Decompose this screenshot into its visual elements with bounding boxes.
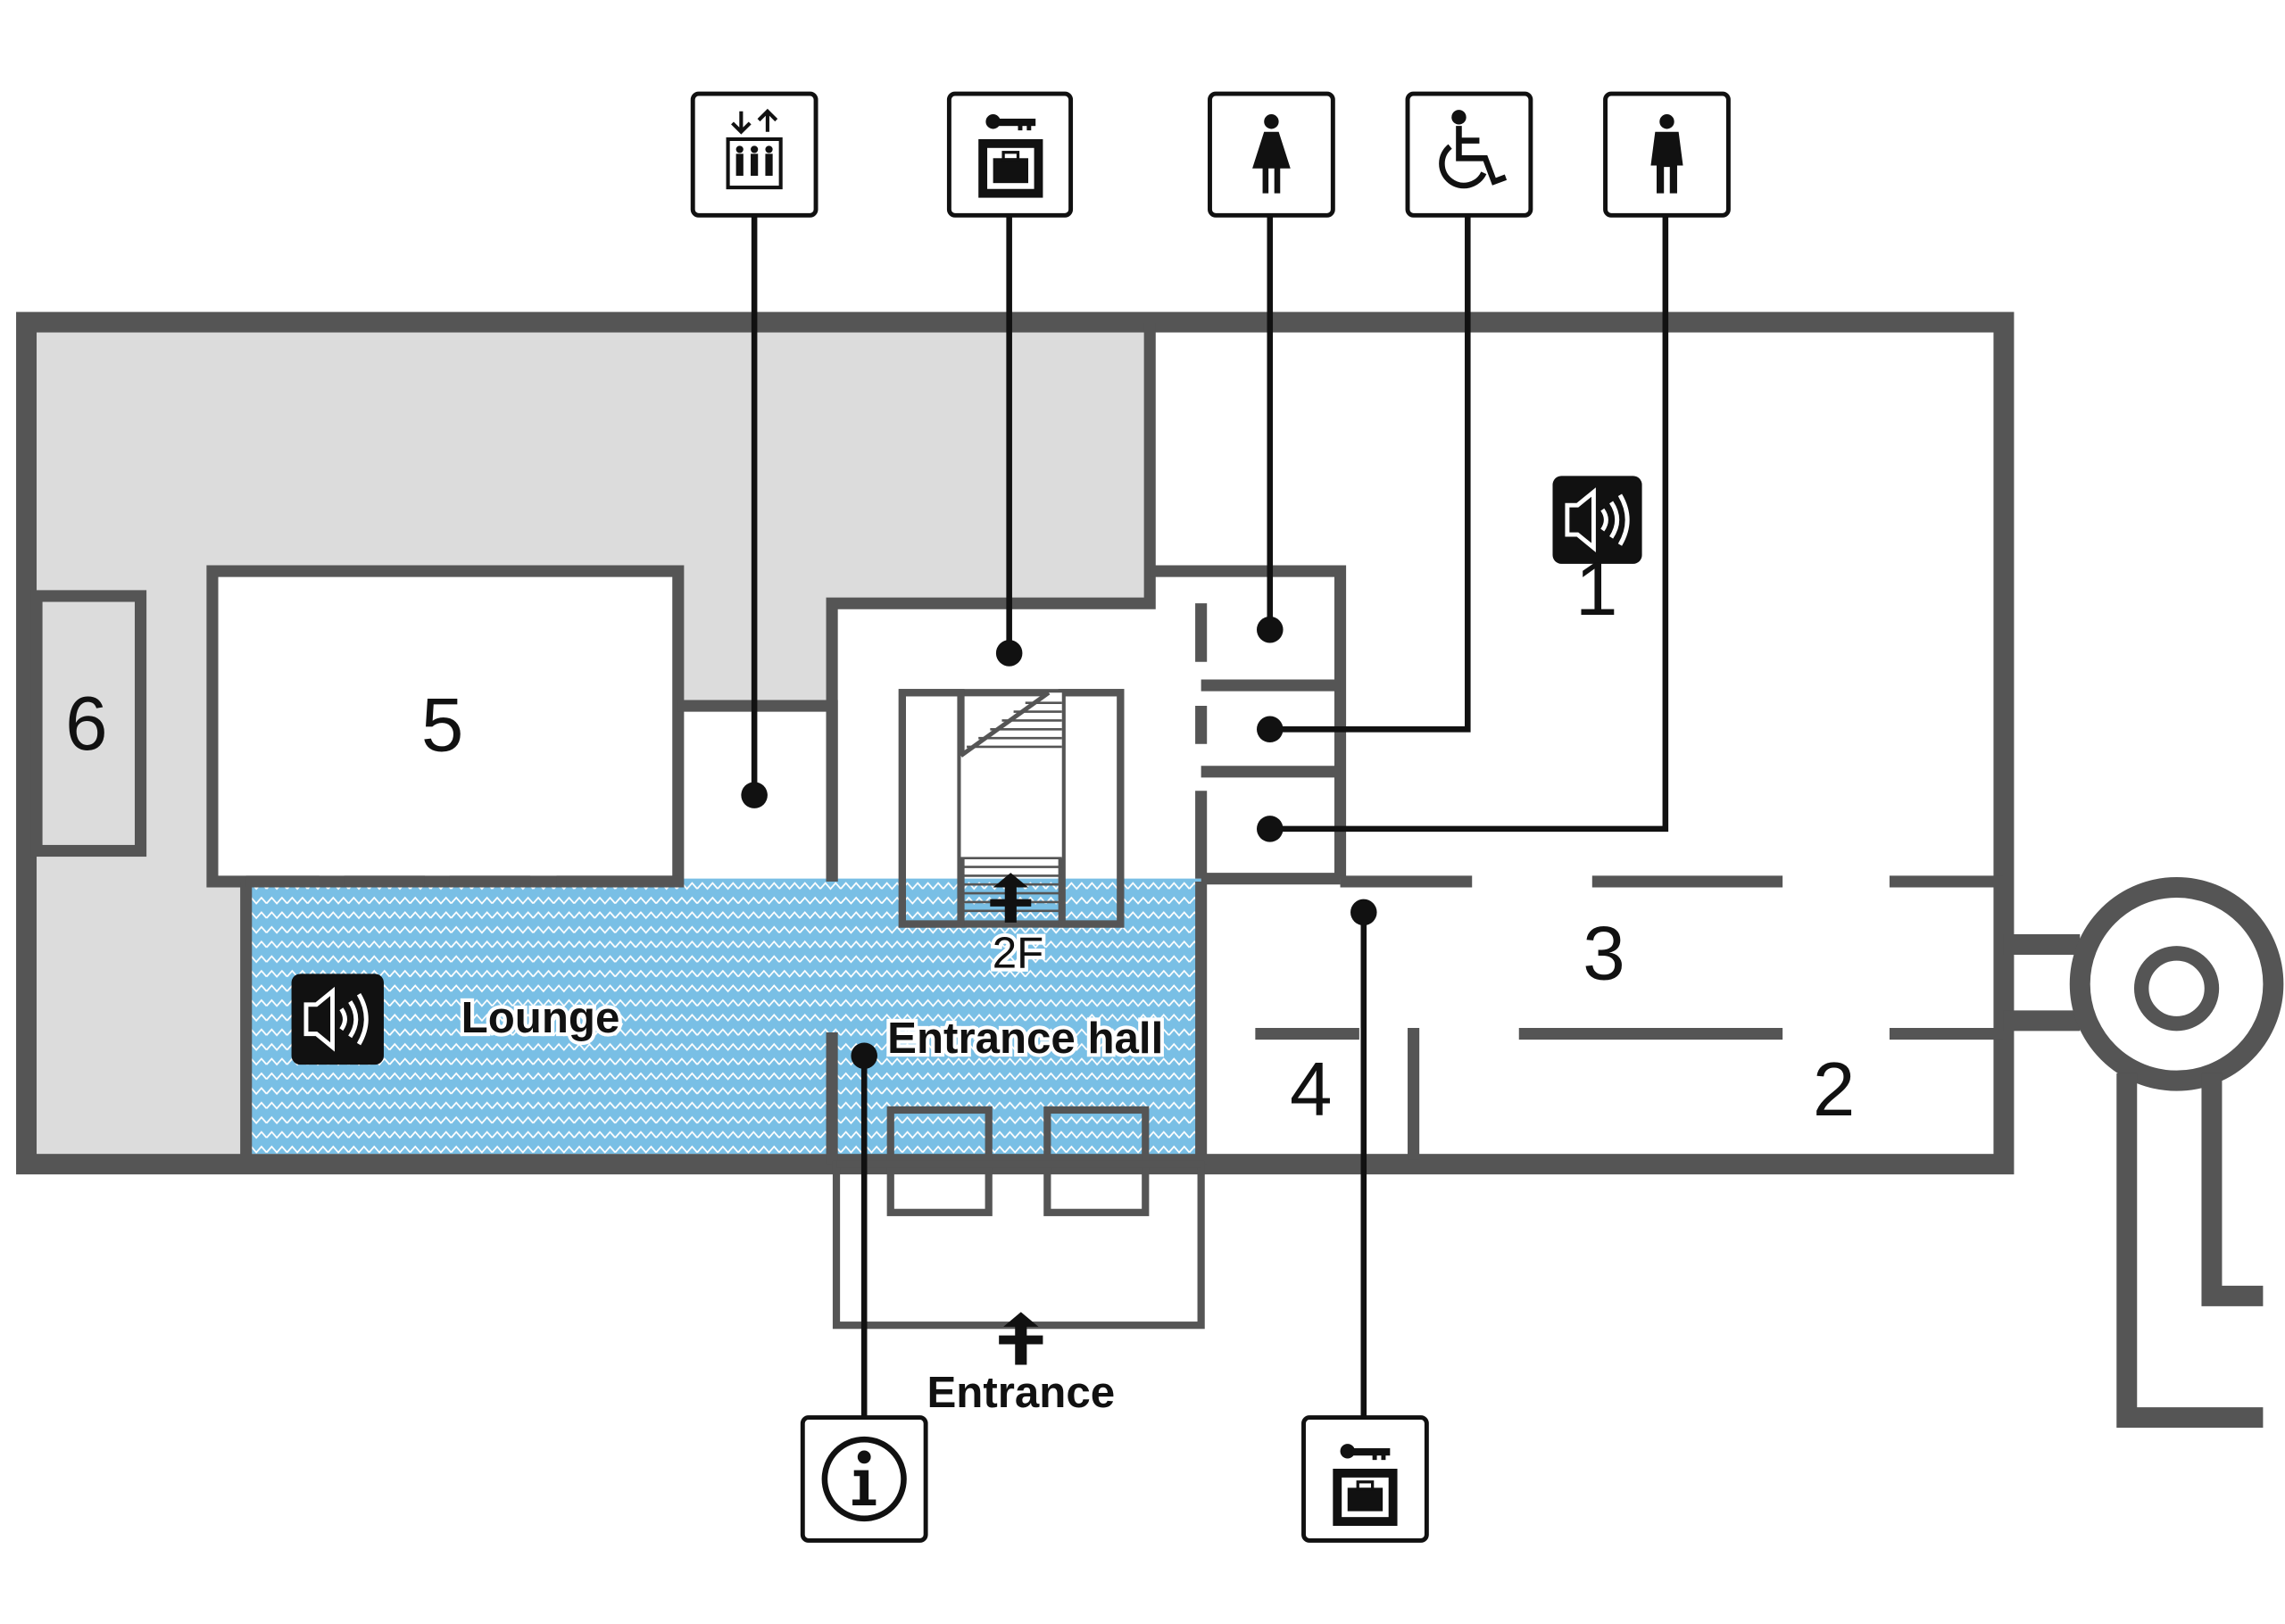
entrance-label: Entrance	[926, 1368, 1115, 1417]
stair-landing	[960, 692, 1062, 858]
stairs-up-arrow	[990, 873, 1032, 923]
lounge-label: Lounge	[461, 993, 620, 1042]
room-3-label: 3	[1583, 911, 1624, 996]
sign-leaders	[751, 215, 1669, 1421]
outdoor-path	[2003, 877, 2284, 1429]
room-2-label: 2	[1813, 1048, 1855, 1132]
coin-locker-sign-top[interactable]	[946, 91, 1074, 218]
womens-restroom-icon	[1252, 114, 1291, 194]
restricted-area	[26, 322, 1151, 1164]
stairs-2f-label: 2F	[993, 929, 1043, 978]
mens-restroom-icon	[1650, 114, 1683, 194]
elevator-icon	[726, 108, 783, 190]
room-4-label: 4	[1290, 1048, 1332, 1132]
coin-locker-sign-bottom[interactable]	[1301, 1415, 1429, 1543]
room-5-label: 5	[421, 683, 463, 767]
room-5-wall	[206, 565, 685, 888]
room-1-label: 1	[1575, 547, 1617, 632]
mens-restroom-sign[interactable]	[1603, 91, 1731, 218]
audio-guide-icon[interactable]	[291, 974, 384, 1065]
coin-locker-icon	[1333, 1444, 1398, 1526]
public-area	[245, 878, 1201, 1164]
sign-pins	[741, 616, 1377, 1069]
room-6-wall	[30, 590, 147, 858]
restroom-cubicles	[1195, 603, 1341, 885]
entrance-hall-label: Entrance hall	[887, 1014, 1163, 1063]
coin-locker-icon	[978, 114, 1043, 198]
accessible-restroom-icon	[1439, 110, 1508, 189]
audio-guide-icon[interactable]	[1552, 476, 1642, 564]
plaza-center	[2133, 946, 2220, 1032]
accessible-restroom-sign[interactable]	[1405, 91, 1533, 218]
room-6-label: 6	[65, 682, 107, 766]
restroom-block-wall	[1150, 565, 1347, 879]
womens-restroom-sign[interactable]	[1208, 91, 1335, 218]
information-sign[interactable]	[800, 1415, 928, 1543]
elevator-sign[interactable]	[690, 91, 818, 218]
stair-diagonal	[960, 691, 1051, 758]
entrance-hall-wall	[826, 322, 1156, 882]
information-icon	[821, 1436, 907, 1522]
entrance-arrow	[999, 1312, 1043, 1365]
